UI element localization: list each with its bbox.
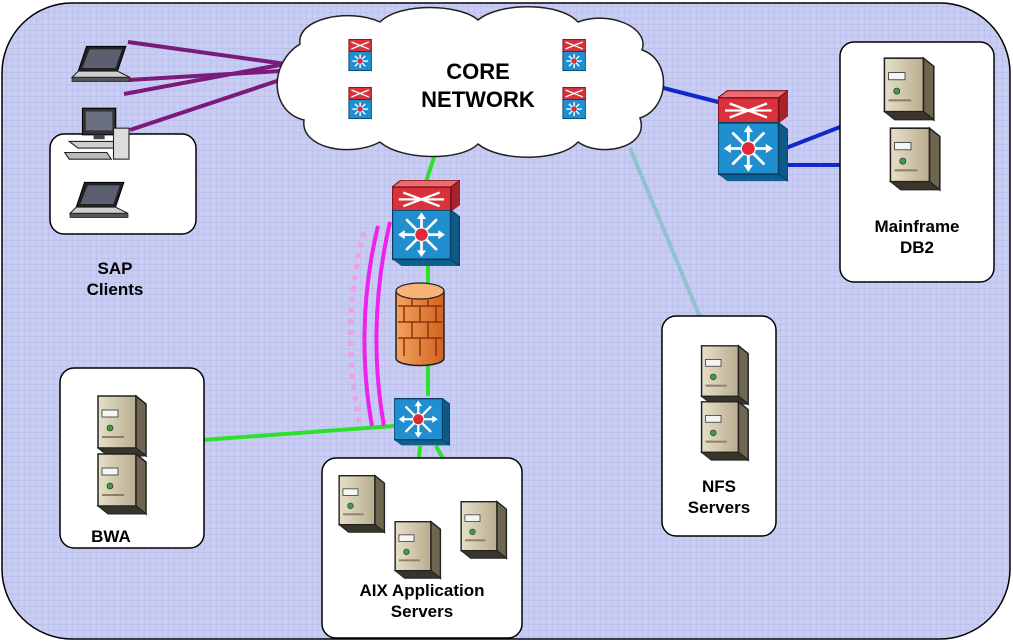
switch-icon <box>392 210 460 266</box>
core-network-line1: CORE <box>446 59 510 84</box>
mainframe-switch <box>718 90 788 182</box>
mainframe-label: Mainframe DB2 <box>848 216 986 259</box>
server-icon <box>700 401 749 461</box>
nfs-line2: Servers <box>687 498 751 518</box>
client-links <box>123 40 301 132</box>
mainframe-line2: DB2 <box>899 238 934 258</box>
aix-group <box>321 457 523 639</box>
core-network-label: CORE NETWORK <box>408 58 548 113</box>
router-icon <box>392 180 460 212</box>
core-device-icon <box>562 86 587 120</box>
server-icon <box>460 500 508 559</box>
mainframe-line1: Mainframe <box>874 217 960 236</box>
nfs-line1: NFS <box>702 477 736 496</box>
distribution-switch-icon <box>394 398 450 446</box>
server-icon <box>700 345 749 405</box>
bwa-group <box>59 367 205 549</box>
mainframe-group <box>839 41 995 283</box>
core-network-line2: NETWORK <box>421 86 535 112</box>
bwa-line1: BWA <box>91 527 131 546</box>
sap-clients-group <box>49 45 197 235</box>
magenta-links <box>348 221 392 427</box>
router-icon <box>718 90 788 124</box>
aix-line1: AIX Application <box>359 581 485 600</box>
core-device-icon <box>562 38 587 72</box>
core-device-icon <box>348 86 373 120</box>
nfs-link <box>628 147 704 323</box>
mainframe-server-icon <box>883 57 935 121</box>
aix-label: AIX Application Servers <box>326 580 518 623</box>
core-network-cloud <box>276 6 665 158</box>
server-icon <box>338 474 386 533</box>
core-device-icon <box>348 38 373 72</box>
server-icon <box>97 453 147 515</box>
server-icon <box>394 520 442 579</box>
server-icon <box>97 395 147 457</box>
core-switch <box>392 180 460 266</box>
sap-clients-label: SAP Clients <box>70 258 160 301</box>
sap-clients-line1: SAP <box>97 259 133 278</box>
nfs-label: NFS Servers <box>666 476 772 519</box>
mainframe-server-icon <box>889 127 941 191</box>
firewall-icon <box>395 282 445 367</box>
switch-icon <box>718 122 788 182</box>
sap-clients-line2: Clients <box>86 280 144 300</box>
nfs-group <box>661 315 777 537</box>
bwa-label: BWA <box>66 526 156 547</box>
aix-line2: Servers <box>390 602 454 622</box>
